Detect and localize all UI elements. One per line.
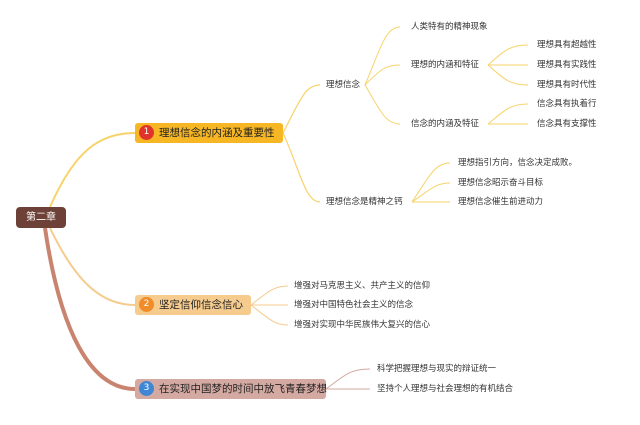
branch-node-2[interactable]: 2 坚定信仰信念信心 [135, 295, 251, 315]
node-xinnian-zhicheng[interactable]: 信念具有支撑性 [537, 119, 597, 129]
node-lixiang-shidai[interactable]: 理想具有时代性 [537, 80, 597, 90]
connector-root-branch1 [49, 132, 136, 208]
branch-node-1[interactable]: 1 理想信念的内涵及重要性 [135, 123, 283, 143]
node-lixiang-neihan[interactable]: 理想的内涵和特征 [411, 60, 480, 70]
node-lixiang-shijian[interactable]: 理想具有实践性 [537, 60, 597, 70]
node-youji-jiehe[interactable]: 坚持个人理想与社会理想的有机结合 [377, 384, 514, 394]
node-zhiyin-fangxiang[interactable]: 理想指引方向，信念决定成败。 [458, 158, 578, 168]
node-xinnian-neihan[interactable]: 信念的内涵及特征 [411, 119, 480, 129]
node-tese-shehui[interactable]: 增强对中国特色社会主义的信念 [294, 300, 414, 310]
branch-number-badge: 3 [139, 381, 154, 396]
branch-number-badge: 2 [139, 297, 154, 312]
node-cuisheng-dongli[interactable]: 理想信念催生前进动力 [458, 197, 544, 207]
node-zhaoshi-mubiao[interactable]: 理想信念昭示奋斗目标 [458, 178, 544, 188]
connector-root-branch2 [49, 227, 136, 306]
connector-root-branch3 [43, 227, 136, 391]
branch-label: 在实现中国梦的时间中放飞青春梦想 [159, 383, 327, 395]
branch-label: 理想信念的内涵及重要性 [159, 127, 275, 139]
node-bianzheng[interactable]: 科学把握理想与现实的辩证统一 [377, 364, 497, 374]
node-jingshen-zhigai[interactable]: 理想信念是精神之钙 [326, 197, 403, 207]
node-makesi[interactable]: 增强对马克思主义、共产主义的信仰 [294, 281, 431, 291]
branch-number-badge: 1 [139, 125, 154, 140]
branch-label: 坚定信仰信念信心 [159, 299, 243, 311]
node-fuxing[interactable]: 增强对实现中华民族伟大复兴的信心 [294, 320, 431, 330]
node-lixiang-xinnian[interactable]: 理想信念 [326, 80, 361, 90]
branch-node-3[interactable]: 3 在实现中国梦的时间中放飞青春梦想 [135, 379, 327, 399]
connector-branch1-lixiang [282, 84, 321, 134]
node-xinnian-zhizhuo[interactable]: 信念具有执着行 [537, 99, 597, 109]
root-node[interactable]: 第二章 [16, 207, 66, 228]
node-lixiang-chaoyue[interactable]: 理想具有超越性 [537, 40, 597, 50]
connector-branch1-gai [282, 132, 321, 203]
node-renlei[interactable]: 人类特有的精神现象 [411, 22, 488, 32]
